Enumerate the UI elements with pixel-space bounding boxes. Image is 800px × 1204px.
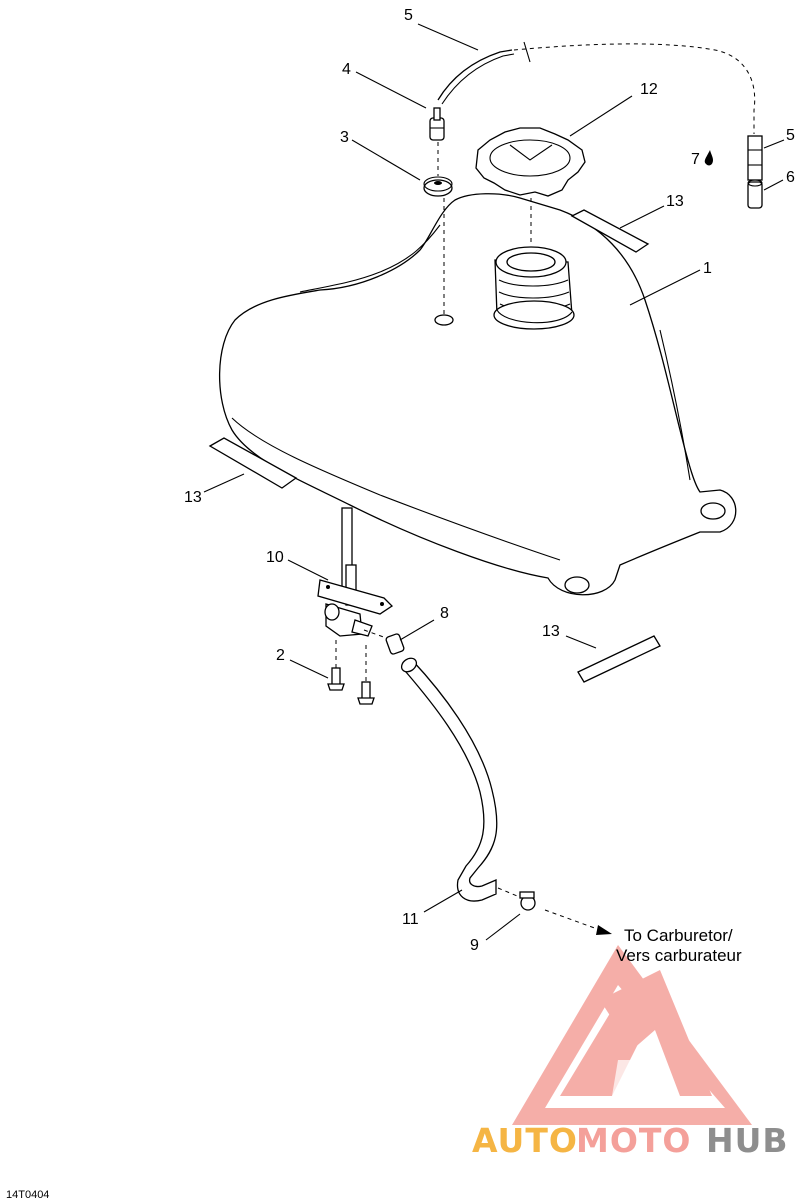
callout-13-top: 13	[666, 193, 684, 210]
callout-9: 9	[470, 937, 479, 954]
fuel-valve	[317, 507, 394, 637]
carburetor-direction-arrow	[544, 909, 612, 935]
watermark-text-moto: MOTO	[576, 1121, 691, 1160]
callout-13-right: 13	[542, 623, 560, 640]
hose-clamp-upper	[363, 629, 405, 655]
callout-12: 12	[640, 81, 658, 98]
callout-5-top: 5	[404, 7, 413, 24]
grommet	[423, 176, 453, 197]
callout-10: 10	[266, 549, 284, 566]
drawing-code: 14T0404	[6, 1189, 49, 1201]
callout-5-right: 5	[786, 127, 795, 144]
watermark-text-hub: HUB	[706, 1121, 789, 1160]
callout-8: 8	[440, 605, 449, 622]
callout-13-left: 13	[184, 489, 202, 506]
fuel-cap	[475, 127, 586, 197]
fuel-hose	[405, 658, 498, 902]
callout-4: 4	[342, 61, 351, 78]
callout-11: 11	[402, 911, 419, 928]
callout-3: 3	[340, 129, 349, 146]
mount-hole-right	[700, 502, 726, 520]
filler-neck	[493, 246, 575, 330]
leader-lines	[203, 23, 785, 941]
callout-6: 6	[786, 169, 795, 186]
rubber-pad-left	[208, 437, 298, 489]
fuel-tank	[218, 193, 737, 596]
hose-clamp-lower	[497, 887, 536, 911]
rubber-pad-top	[570, 209, 650, 253]
callout-2: 2	[276, 647, 285, 664]
watermark-text-auto: AUTO	[472, 1121, 578, 1160]
vent-hose	[437, 49, 513, 101]
vent-valve	[429, 107, 445, 141]
oil-drop-icon	[704, 150, 713, 166]
destination-label-line2: Vers carburateur	[616, 946, 742, 965]
mount-hole-front	[564, 576, 590, 594]
screw-right	[357, 645, 375, 705]
rubber-pad-right	[577, 635, 661, 683]
destination-label-line1: To Carburetor/	[624, 926, 733, 945]
callout-7: 7	[691, 151, 700, 168]
vent-fitting	[747, 179, 763, 209]
vent-hole	[434, 314, 454, 326]
callout-1: 1	[703, 260, 712, 277]
screw-left	[327, 640, 345, 691]
vent-hose-end	[747, 135, 763, 181]
watermark-logo	[512, 945, 752, 1125]
